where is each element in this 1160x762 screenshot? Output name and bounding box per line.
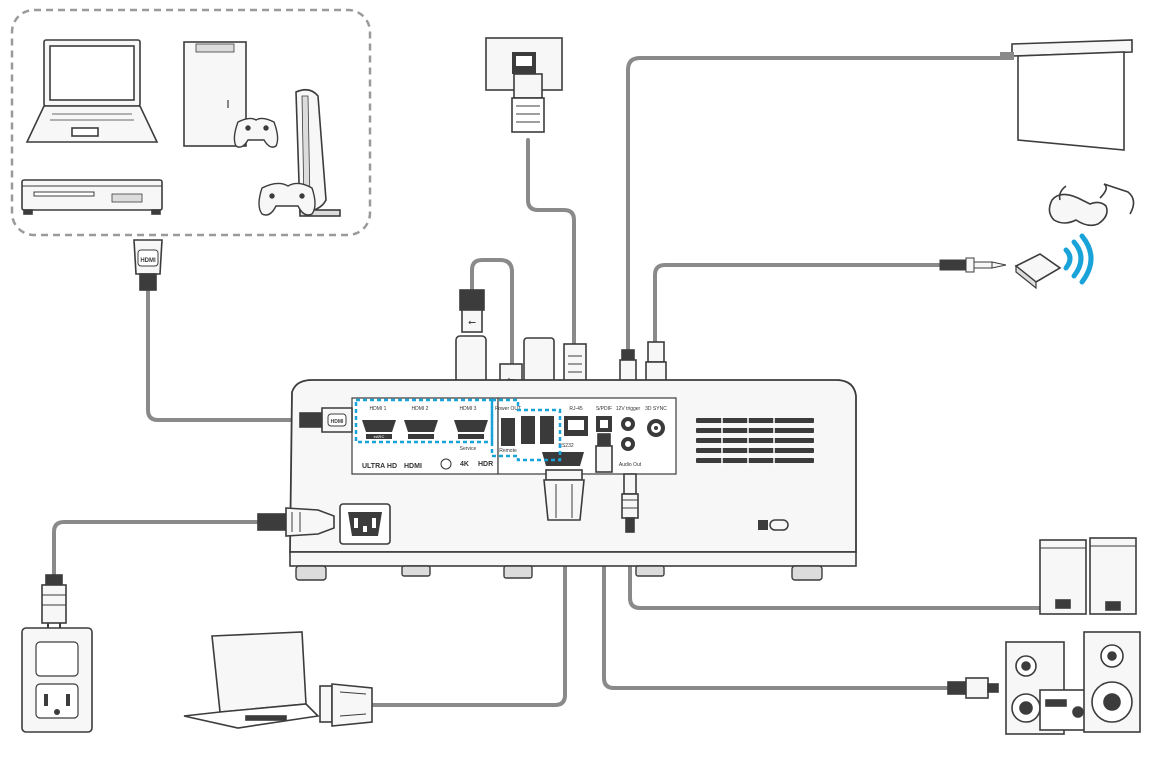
port-labels: HDMI 1 HDMI 2 HDMI 3 Power OUT RJ-45 S/P… [370, 406, 668, 468]
ethernet-wall-jack-icon [485, 37, 563, 91]
source-devices [10, 8, 372, 237]
playstation-controller-icon [258, 182, 316, 216]
usb-ports [501, 416, 554, 446]
powered-speakers-icon [1039, 537, 1137, 615]
source-devices-dashed-border [10, 8, 372, 237]
cable-rs232 [370, 518, 567, 707]
3d-sync-port [647, 419, 665, 437]
power-wall-plug-icon [41, 574, 67, 640]
remote-label: Remote [499, 448, 517, 454]
cable-ethernet [526, 138, 576, 347]
ultrahd-logo: ULTRA HD [362, 463, 397, 470]
hdmi3-port [454, 420, 488, 439]
hdmi1-port: eARC [362, 420, 396, 439]
dlp-logo [440, 458, 452, 470]
trigger-port [621, 417, 635, 431]
hdmi3-label: HDMI 3 [460, 406, 477, 412]
highlight-boxes [354, 398, 562, 462]
3d-sync-label: 3D SYNC [645, 406, 667, 412]
power-out-label: Power OUT [495, 406, 521, 412]
svg-text:⭠: ⭠ [468, 317, 476, 328]
ac-power-inlet-icon [339, 503, 391, 545]
stereo-system-icon [1005, 631, 1141, 735]
control-laptop-icon [183, 631, 320, 729]
usb-ports-highlight [490, 398, 562, 462]
projection-screen-icon [1000, 39, 1133, 151]
wireless-signal-icon [1063, 233, 1094, 285]
audio-out-plug-icon [621, 473, 639, 533]
hdmi-plug-source-icon: HDMI [133, 239, 163, 291]
kensington-lock-icon [758, 519, 789, 531]
rj45-port [564, 416, 588, 436]
audio-out-label: Audio Out [619, 462, 642, 468]
cable-3d-sync [653, 263, 942, 347]
wall-outlet-icon [21, 627, 93, 733]
blu-ray-player-icon [21, 179, 163, 215]
usb-port-1 [521, 416, 535, 444]
cables [52, 56, 1042, 707]
cable-power [52, 520, 260, 577]
hdmi1-earc-badge: eARC [374, 434, 385, 439]
usb-dongle-cable-plug-icon: ⭠ [459, 289, 485, 333]
ethernet-plug-top-icon [511, 73, 545, 133]
cable-audio-out [628, 528, 1042, 610]
hdmi-plug-projector-logo: HDMI [331, 419, 344, 425]
usb-power-port [501, 418, 515, 446]
audio-out-port [621, 437, 635, 451]
spdif-port [596, 416, 612, 432]
service-label: Service [460, 446, 477, 452]
hdr-logo: HDR [478, 461, 493, 468]
4k-logo: 4K [460, 461, 469, 468]
hdmi1-label: HDMI 1 [370, 406, 387, 412]
rj45-label: RJ-45 [569, 406, 583, 412]
projector-feet [295, 565, 823, 581]
cable-spdif [602, 468, 950, 690]
certification-logos: ULTRA HD HDMI 4K HDR [362, 458, 493, 470]
rs232-plug-projector-icon [543, 469, 585, 521]
3d-glasses-icon [1048, 183, 1135, 227]
laptop-icon [25, 39, 159, 143]
3d-sync-mini-jack-plug-icon [939, 257, 1007, 273]
spdif-label: S/PDIF [596, 406, 612, 412]
hdmi2-label: HDMI 2 [412, 406, 429, 412]
rca-plug-stereo-icon [947, 677, 999, 699]
spdif-plug-icon [595, 433, 613, 473]
cable-screen-trigger [626, 56, 1012, 352]
hdmi2-port [404, 420, 438, 439]
vent-grille [696, 418, 814, 463]
vent-dividers [721, 416, 775, 466]
rs232-plug-laptop-icon [319, 683, 373, 727]
rs232-port [542, 452, 584, 466]
hdmi-logo: HDMI [404, 463, 422, 470]
hdmi-plug-source-logo: HDMI [140, 258, 156, 264]
3d-emitter-icon [1014, 253, 1062, 290]
rs232-label: RS232 [558, 443, 574, 449]
hdmi-plug-projector-icon: HDMI [299, 407, 353, 433]
xbox-controller-icon [233, 117, 279, 148]
cable-hdmi-sources [146, 288, 302, 422]
power-cord-plug-icon [257, 507, 335, 537]
hdmi-ports: eARC [362, 420, 488, 439]
trigger-label: 12V trigger [616, 406, 641, 412]
cable-usb-dongle [470, 258, 514, 367]
usb-port-2 [540, 416, 554, 444]
